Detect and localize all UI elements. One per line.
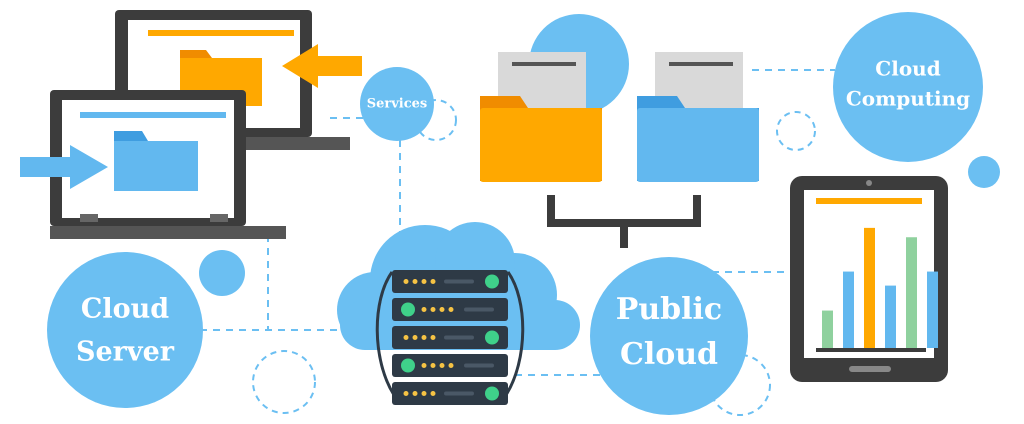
tablet-chart-bar: [927, 271, 938, 348]
bubble-services-circle: [360, 67, 434, 141]
server-slot: [464, 363, 494, 368]
laptop-port: [210, 214, 228, 222]
server-led-small: [412, 279, 418, 284]
label-services: Services: [367, 97, 428, 112]
arrow-right-icon: [20, 145, 108, 189]
server-led-small: [403, 279, 409, 284]
server-led: [485, 330, 499, 345]
server-slot: [444, 391, 474, 396]
tablet: [790, 176, 948, 382]
laptop-base: [50, 226, 286, 239]
server-rack: [375, 270, 525, 405]
server-slot: [444, 279, 474, 284]
server-led-small: [403, 391, 409, 396]
tablet-chart-bar: [843, 271, 854, 348]
folder-connector: [547, 195, 701, 248]
server-led-small: [430, 279, 436, 284]
bubble-public-cloud-circle: [590, 257, 748, 415]
ring-decor: [776, 111, 816, 151]
laptop-base: [230, 137, 350, 150]
rack-cable: [375, 271, 396, 396]
server-led-small: [403, 335, 409, 340]
label-cloud-server-line2: Server: [76, 337, 175, 368]
tablet-chart-bar: [906, 237, 917, 348]
tablet-chart-bar: [885, 285, 896, 348]
server-led-small: [430, 335, 436, 340]
server-led-small: [412, 335, 418, 340]
laptop-port: [80, 214, 98, 222]
folder-icon: [114, 131, 198, 191]
server-led-small: [421, 335, 427, 340]
server-led-small: [430, 307, 436, 312]
ring-decor: [252, 350, 316, 414]
arrow-left-icon: [282, 44, 362, 88]
folder-blue: [637, 52, 759, 182]
server-led: [401, 358, 415, 373]
tablet-chart-bar: [864, 227, 875, 348]
server-led: [401, 302, 415, 317]
server-led-small: [421, 391, 427, 396]
server-led-small: [448, 307, 454, 312]
paper-line: [669, 62, 733, 66]
bubble-cloud-computing: Cloud Computing: [833, 12, 983, 162]
ring-decor: [415, 99, 457, 141]
bubble-cloud-server: Cloud Server: [47, 252, 203, 408]
server-slot: [444, 335, 474, 340]
ring-decor: [709, 354, 771, 416]
label-cloud-server-line1: Cloud: [81, 294, 169, 325]
tablet-camera: [866, 180, 872, 186]
tablet-chart-bar: [822, 310, 833, 348]
screen-bar: [80, 112, 226, 118]
folder-front: [480, 108, 602, 182]
connectors: [200, 69, 835, 376]
label-public-cloud-line2: Cloud: [620, 337, 718, 372]
tablet-home-button: [849, 366, 891, 372]
tablet-chart: [822, 227, 938, 348]
bubble-decor: [199, 250, 245, 296]
server-led-small: [448, 363, 454, 368]
label-public-cloud-line1: Public: [616, 292, 722, 327]
tablet-header-bar: [816, 198, 922, 204]
server-led-small: [439, 363, 445, 368]
server-led-small: [430, 391, 436, 396]
dashed-rings: [252, 99, 816, 416]
server-led-small: [439, 307, 445, 312]
server-led-small: [412, 391, 418, 396]
server-led: [485, 386, 499, 401]
laptop-front: [20, 90, 286, 239]
screen-bar: [148, 30, 294, 36]
server-led-small: [421, 363, 427, 368]
bubble-cloud-server-circle: [47, 252, 203, 408]
bubble-public-cloud: Public Cloud: [590, 257, 748, 415]
paper-line: [512, 62, 576, 66]
rack-cable: [504, 271, 525, 396]
folder-front: [637, 108, 759, 182]
server-slot: [464, 307, 494, 312]
label-cloud-computing-line1: Cloud: [875, 57, 940, 81]
bubble-services: Services: [360, 67, 434, 141]
bubble-cloud-computing-circle: [833, 12, 983, 162]
bubble-decor: [968, 156, 1000, 188]
server-led-small: [430, 363, 436, 368]
server-led-small: [421, 279, 427, 284]
folder-orange: [480, 52, 602, 182]
chart-baseline: [816, 348, 926, 352]
label-cloud-computing-line2: Computing: [846, 87, 970, 111]
server-led-small: [421, 307, 427, 312]
server-led: [485, 274, 499, 289]
